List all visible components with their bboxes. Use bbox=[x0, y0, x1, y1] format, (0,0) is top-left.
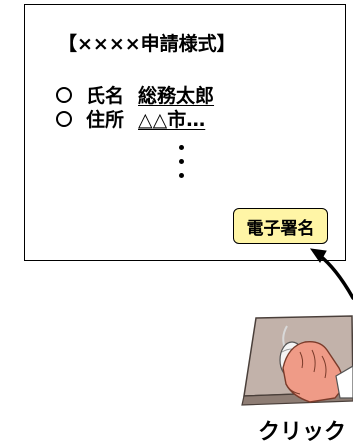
form-title: 【××××申請様式】 bbox=[58, 33, 236, 55]
row-label: 住所 bbox=[86, 109, 125, 131]
row-label: 氏名 bbox=[86, 85, 125, 107]
digital-signature-button[interactable]: 電子署名 bbox=[233, 208, 328, 244]
row-value: △△市… bbox=[138, 109, 206, 131]
form-row-address: 住所 △△市… bbox=[56, 105, 205, 132]
pointer-arrow-icon bbox=[309, 248, 353, 300]
row-value: 総務太郎 bbox=[138, 85, 215, 107]
vertical-ellipsis-icon bbox=[179, 145, 185, 178]
hand-icon bbox=[282, 340, 353, 403]
form-row-name: 氏名総務太郎 bbox=[56, 81, 214, 108]
click-caption: クリック bbox=[258, 420, 347, 445]
bullet-circle-icon bbox=[56, 86, 72, 103]
application-form: 【××××申請様式】 氏名総務太郎 住所 △△市… 電子署名 bbox=[24, 4, 346, 261]
bullet-circle-icon bbox=[56, 110, 72, 127]
